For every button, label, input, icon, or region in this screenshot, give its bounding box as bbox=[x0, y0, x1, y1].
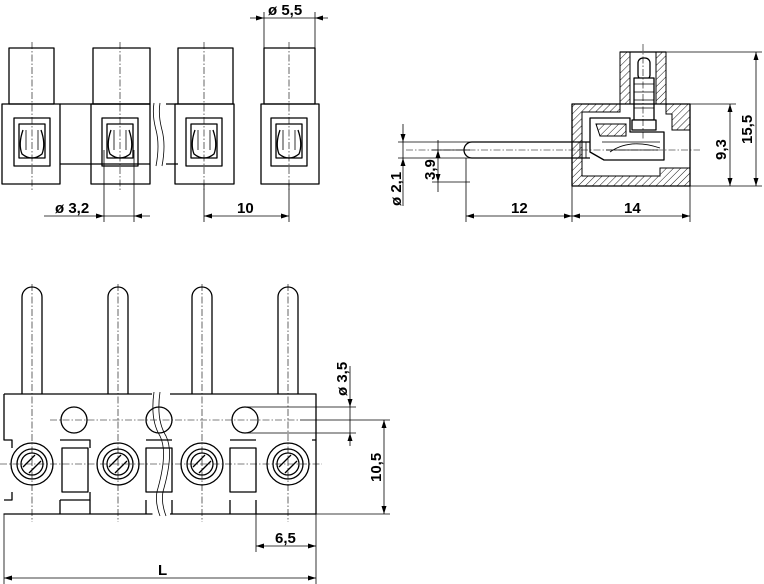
label-dia-2-1: ø 2,1 bbox=[388, 172, 405, 206]
label-height-10-5: 10,5 bbox=[368, 453, 385, 482]
dim-dia-2-1: ø 2,1 bbox=[388, 124, 472, 206]
label-pitch-10: 10 bbox=[237, 200, 254, 217]
top-view-pins bbox=[21, 286, 299, 394]
dim-total-L: L bbox=[3, 514, 317, 584]
dim-dia-3-5: ø 3,5 bbox=[245, 362, 356, 446]
label-height-9-3: 9,3 bbox=[713, 139, 730, 160]
dim-height-9-3: 9,3 bbox=[690, 103, 736, 187]
front-terminals bbox=[1, 103, 320, 185]
label-dia-3-2: ø 3,2 bbox=[55, 200, 89, 217]
dim-3-9: 3,9 bbox=[422, 140, 470, 192]
dim-dia-5-5: ø 5,5 bbox=[250, 2, 328, 48]
label-height-15-5: 15,5 bbox=[739, 115, 756, 144]
dim-dia-3-2: ø 3,2 bbox=[44, 150, 150, 222]
dim-height-10-5: 10,5 bbox=[300, 419, 390, 515]
label-total-L: L bbox=[158, 562, 167, 579]
label-3-9: 3,9 bbox=[422, 159, 439, 180]
front-housing-tops bbox=[8, 47, 316, 105]
dim-width-6-5: 6,5 bbox=[255, 514, 317, 552]
top-view: ø 3,5 10,5 6,5 L bbox=[0, 284, 390, 584]
side-section-view: ø 2,1 3,9 12 14 bbox=[388, 44, 762, 222]
label-dia-3-5: ø 3,5 bbox=[334, 362, 351, 396]
label-width-6-5: 6,5 bbox=[275, 530, 296, 547]
label-len-14: 14 bbox=[624, 200, 641, 217]
dim-len-12: 12 bbox=[465, 158, 573, 222]
dim-height-15-5: 15,5 bbox=[666, 51, 762, 187]
label-len-12: 12 bbox=[511, 200, 528, 217]
front-center-lines bbox=[31, 42, 290, 190]
label-dia-5-5: ø 5,5 bbox=[268, 2, 302, 19]
top-view-center-lines bbox=[0, 284, 322, 522]
front-view: ø 5,5 ø 3,2 10 bbox=[1, 2, 328, 222]
dim-len-14: 14 bbox=[572, 186, 691, 222]
dim-pitch-10: 10 bbox=[203, 184, 290, 222]
